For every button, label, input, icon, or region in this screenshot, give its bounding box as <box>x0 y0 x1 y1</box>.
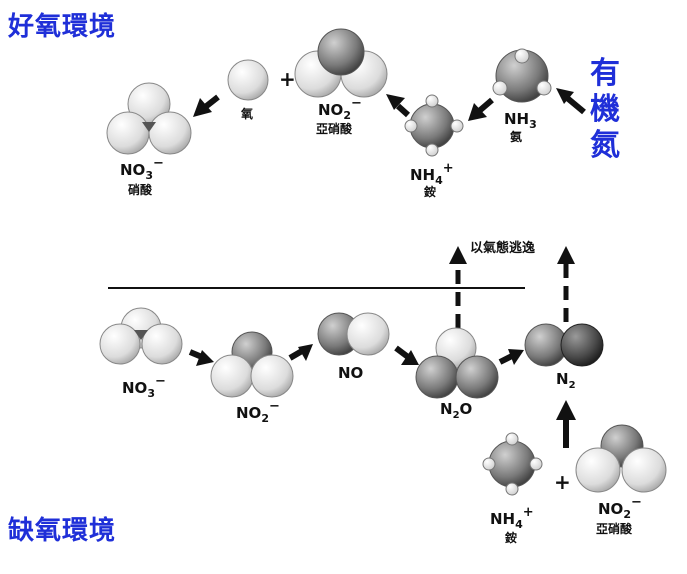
nh4-formula-anoxic: NH4+ <box>490 505 534 531</box>
no2-formula: NO2− <box>318 96 362 122</box>
oxygen-atom <box>227 59 269 101</box>
n2-molecule <box>524 323 604 367</box>
escape-arrow-n2 <box>557 246 575 322</box>
escape-label: 以氣態逃逸 <box>470 240 535 256</box>
no3-formula-anoxic: NO3− <box>122 374 166 400</box>
arrow-no-to-n2o <box>394 345 419 365</box>
nh4-name-anoxic: 銨 <box>505 530 517 545</box>
organic-nitrogen-char-2: 機 <box>590 92 620 127</box>
no3-molecule-anoxic <box>99 307 183 365</box>
no-molecule <box>317 312 390 356</box>
escape-arrow-n2o <box>449 246 467 328</box>
nh4-formula: NH4+ <box>410 161 454 187</box>
no3-name: 硝酸 <box>128 182 153 197</box>
no2-molecule-anoxic <box>210 331 294 398</box>
organic-nitrogen-char-1: 有 <box>590 56 620 91</box>
nh4-molecule-anoxic <box>482 432 543 496</box>
n2-formula: N2 <box>556 370 576 391</box>
no2-formula-bottom: NO2− <box>598 495 642 521</box>
nh4-molecule <box>404 94 464 157</box>
arrow-nh4-to-no2 <box>386 94 411 118</box>
oxygen-name: 氧 <box>240 106 253 121</box>
plus-sign-aerobic: + <box>279 67 296 91</box>
n2o-formula: N2O <box>440 400 472 421</box>
no-formula: NO <box>338 364 363 382</box>
nh3-name: 氨 <box>510 129 522 144</box>
arrow-n2o-to-n2 <box>498 349 524 365</box>
nh3-formula: NH3 <box>504 110 537 131</box>
no3-formula: NO3− <box>120 156 164 182</box>
arrow-to-no3 <box>193 94 220 117</box>
no2-formula-anoxic: NO2− <box>236 399 280 425</box>
n2o-molecule <box>415 327 499 399</box>
no3-molecule <box>106 82 192 155</box>
no2-molecule <box>294 28 388 98</box>
arrow-no3-to-no2-anoxic <box>188 349 214 366</box>
nh3-molecule <box>492 48 552 103</box>
no2-name-bottom: 亞硝酸 <box>596 521 633 536</box>
no2-molecule-bottom <box>575 424 667 493</box>
arrow-anammox-to-n2 <box>556 400 576 448</box>
no2-name: 亞硝酸 <box>316 121 353 136</box>
anoxic-heading: 缺氧環境 <box>8 516 117 546</box>
organic-nitrogen-char-3: 氮 <box>590 128 620 163</box>
organic-nitrogen-heading: 有 機 氮 <box>590 56 630 164</box>
aerobic-heading: 好氧環境 <box>8 12 117 42</box>
arrow-no2-to-no-anoxic <box>288 344 313 361</box>
plus-sign-anoxic: + <box>554 470 571 494</box>
arrow-nh3-to-nh4 <box>468 97 494 121</box>
nh4-name: 銨 <box>424 184 436 199</box>
arrow-organic-to-nh3 <box>556 88 586 115</box>
